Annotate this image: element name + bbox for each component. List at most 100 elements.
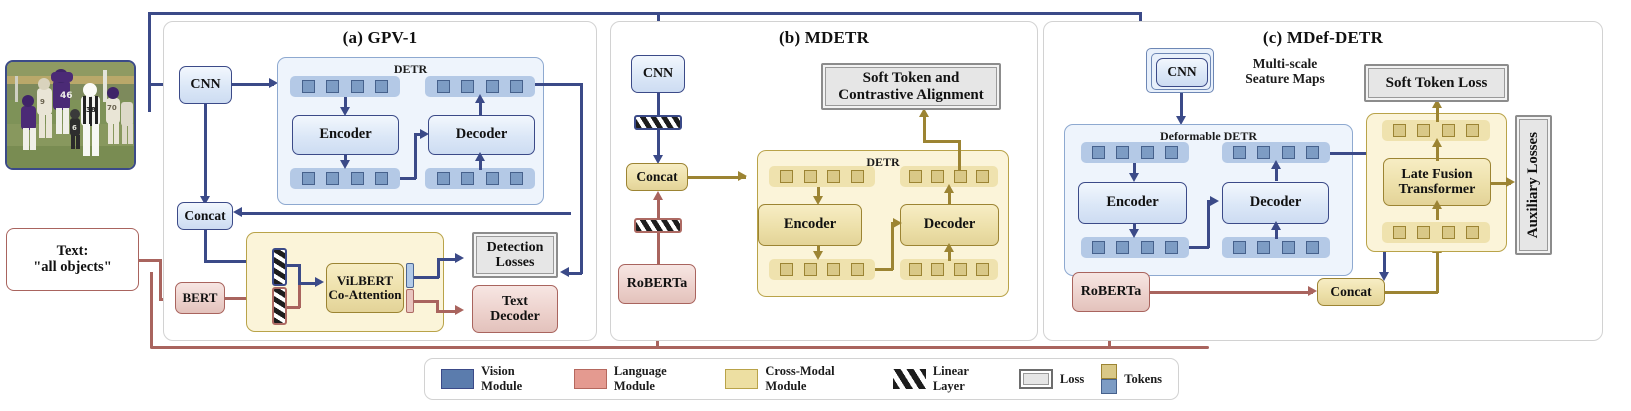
encoder-label-b: Encoder — [783, 216, 837, 233]
lf-top-to-stl — [1436, 104, 1439, 122]
svg-text:6: 6 — [72, 124, 77, 132]
linear-layer-a-language — [272, 287, 287, 325]
token-row-a-enc-in — [290, 76, 400, 97]
token — [1092, 146, 1106, 159]
a-vilbert-to-dl-h — [414, 276, 439, 279]
cnn-label-c: CNN — [1167, 64, 1197, 80]
vision-module-swatch — [441, 369, 475, 389]
arrow-lf-to-soft-token-loss — [1432, 99, 1442, 108]
token — [510, 172, 524, 185]
cnn-box-c: CNN — [1156, 58, 1208, 87]
cnn-a-to-concat-v — [204, 104, 207, 198]
arrow-c-encin — [1129, 173, 1139, 182]
roberta-label-c: RoBERTa — [1080, 284, 1142, 300]
decoder-label-b: Decoder — [923, 216, 976, 233]
token — [803, 170, 817, 183]
concat-label-a: Concat — [184, 207, 226, 223]
arrow-a-enc-out — [340, 160, 350, 169]
b-encout-to-dec-h — [875, 268, 893, 271]
b-decout-up — [948, 249, 951, 261]
token-row-c-enc-out — [1081, 237, 1189, 258]
text-input-box: Text: "all objects" — [6, 228, 139, 291]
legend-item-linear-layer: Linear Layer — [892, 364, 1002, 394]
legend-item-cross-modal-module: Cross-Modal Module — [725, 364, 876, 394]
cnn-label-a: CNN — [190, 77, 221, 93]
lft-to-lf-top — [1436, 143, 1439, 161]
a-lin-v-to-vilbert-h — [287, 264, 300, 267]
token — [1465, 226, 1479, 239]
arrow-b-to-decoder — [893, 218, 902, 228]
token — [953, 263, 967, 276]
arrow-lf-bottom-to-lft — [1432, 200, 1442, 209]
token-row-c-dec-in — [1222, 142, 1330, 163]
a-lin-l-to-vilbert-h — [287, 306, 300, 309]
token-row-b-dec-in — [900, 166, 998, 187]
late-fusion-label: Late Fusion Transformer — [1398, 166, 1476, 197]
token — [931, 263, 945, 276]
text-decoder-label: Text Decoder — [490, 293, 540, 324]
b-st-h — [923, 140, 960, 143]
token — [1305, 146, 1319, 159]
token — [1281, 146, 1295, 159]
a-encout-to-dec-v — [414, 133, 417, 179]
soft-token-box-b: Soft Token and Contrastive Alignment — [821, 63, 1001, 110]
arrow-cnn-a-to-concat — [200, 196, 210, 205]
late-fusion-transformer-box: Late Fusion Transformer — [1383, 158, 1491, 206]
token-row-b-enc-in — [769, 166, 875, 187]
token-row-a-enc-out — [290, 168, 400, 189]
arrow-b-encout — [813, 251, 823, 260]
bus-left-vertical — [148, 12, 151, 112]
input-image: 46 9 38 70 6 — [5, 60, 136, 170]
linear-layer-swatch — [892, 369, 926, 389]
a-enc-in-to-enc — [344, 97, 347, 109]
legend-item-tokens: Tokens — [1101, 364, 1162, 394]
token — [975, 170, 989, 183]
token — [779, 170, 793, 183]
c-encin-to-enc — [1133, 163, 1136, 175]
linear-layer-b-vision — [634, 115, 682, 130]
a-detr-to-dl — [566, 272, 582, 275]
linear-layer-b-language — [634, 218, 682, 233]
arrow-a-decout-up — [475, 152, 485, 161]
b-lin-to-concat-r — [657, 196, 660, 220]
svg-text:46: 46 — [60, 91, 73, 101]
arrow-a-to-detection-losses — [455, 253, 464, 263]
arrow-b-lang-to-concat — [653, 191, 663, 200]
legend-label-vision: Vision Module — [481, 364, 523, 393]
a-vilbert-to-td-h2 — [436, 310, 458, 313]
arrow-b-to-concat — [653, 155, 663, 164]
encoder-label-c: Encoder — [1106, 194, 1159, 211]
vilbert-vision-output-bar — [406, 263, 414, 288]
encoder-box-c: Encoder — [1078, 182, 1187, 224]
arrow-c-decout-up — [1271, 221, 1281, 230]
c-encout-to-dec-v — [1207, 200, 1210, 248]
a-concat-down — [204, 230, 207, 262]
a-detr-out-h — [535, 83, 583, 86]
c-concat-to-lf-v — [1436, 249, 1439, 293]
token — [1441, 124, 1455, 137]
bus-bottom-left-vertical — [150, 272, 153, 348]
multiscale-feature-maps-label: Multi-scale Seature Maps — [1220, 51, 1350, 91]
c-cnn-down — [1180, 93, 1183, 120]
detr-label-a: DETR — [393, 62, 428, 76]
a-vilbert-to-td-h — [414, 300, 438, 303]
decoder-box-a: Decoder — [428, 115, 535, 155]
token-row-lf-top — [1382, 120, 1490, 141]
arrow-a-enc-in — [340, 107, 350, 116]
b-decin-to-st-v — [958, 140, 961, 170]
a-vilbert-to-dl-h2 — [437, 258, 459, 261]
b-encout-to-dec-v — [891, 222, 894, 270]
token — [510, 80, 524, 93]
token — [461, 172, 475, 185]
token — [1257, 241, 1271, 254]
token — [909, 170, 923, 183]
a-encout-to-dec-h — [400, 177, 416, 180]
roberta-label-b: RoBERTa — [626, 276, 688, 292]
c-dec-to-decin — [1275, 165, 1278, 181]
token — [326, 80, 340, 93]
token-row-b-dec-out — [900, 259, 998, 280]
svg-text:70: 70 — [107, 104, 117, 112]
bert-box-a: BERT — [175, 282, 225, 314]
token — [1140, 146, 1154, 159]
